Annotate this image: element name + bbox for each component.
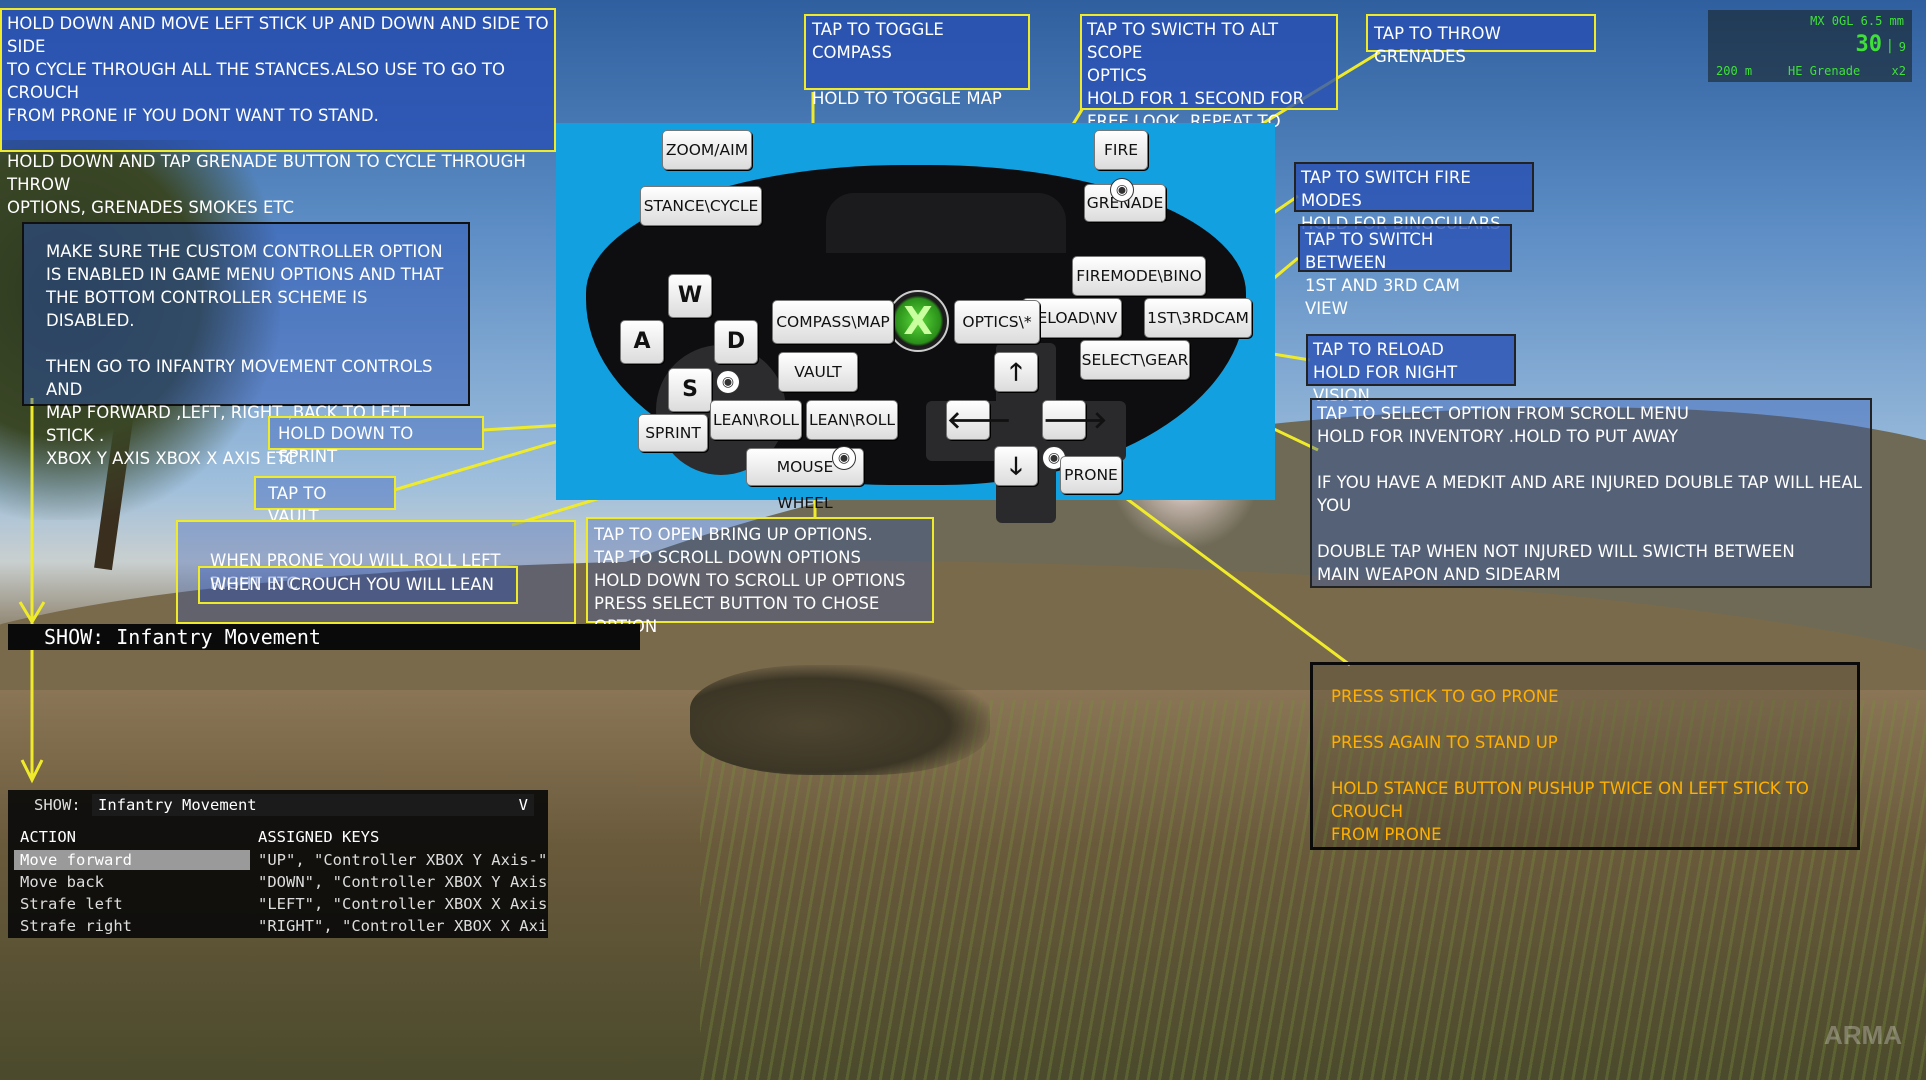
camera-note: TAP TO SWITCH BETWEEN 1ST AND 3RD CAM VI… xyxy=(1298,224,1512,318)
show-bar-value: Infantry Movement xyxy=(116,625,321,649)
ammo-count: 30 xyxy=(1855,32,1883,57)
firemode-bino-button[interactable]: FIREMODE\BINO xyxy=(1072,256,1206,296)
table-row[interactable]: Move forward "UP", "Controller XBOX Y Ax… xyxy=(14,850,547,870)
col-action: ACTION xyxy=(20,828,76,846)
guide-x-icon: X xyxy=(903,299,933,343)
a-key[interactable]: A xyxy=(620,320,664,364)
prone-note: PRESS STICK TO GO PRONE PRESS AGAIN TO S… xyxy=(1310,662,1860,850)
custom-controller-note: MAKE SURE THE CUSTOM CONTROLLER OPTION I… xyxy=(22,222,470,468)
scope-note: TAP TO SWICTH TO ALT SCOPE OPTICS HOLD F… xyxy=(1080,14,1338,154)
fire-button[interactable]: FIRE xyxy=(1094,130,1148,170)
stance-grenade-note: HOLD DOWN AND MOVE LEFT STICK UP AND DOW… xyxy=(0,8,556,217)
mouse-wheel-note: TAP TO OPEN BRING UP OPTIONS. TAP TO SCR… xyxy=(586,517,934,636)
ammo-multiplier: x2 xyxy=(1891,64,1906,78)
row-keys: "LEFT", "Controller XBOX X Axis-" xyxy=(258,895,548,913)
weapon-name: MX 0GL 6.5 mm xyxy=(1810,14,1904,28)
d-key[interactable]: D xyxy=(714,320,758,364)
arrow-head-1 xyxy=(18,601,46,625)
lean-roll-left-button[interactable]: LEAN\ROLL xyxy=(710,400,802,440)
row-action: Strafe left xyxy=(20,895,123,913)
arrow-up-key[interactable]: 🡑 xyxy=(994,352,1038,392)
category-value: Infantry Movement xyxy=(98,796,257,814)
category-dropdown[interactable]: Infantry Movement V xyxy=(92,794,534,816)
s-key[interactable]: S xyxy=(668,368,712,412)
col-keys: ASSIGNED KEYS xyxy=(258,828,380,846)
tree-foliage xyxy=(0,140,280,520)
key-binding-panel: SHOW: Infantry Movement V ACTION ASSIGNE… xyxy=(8,790,548,938)
row-action: Strafe right xyxy=(20,917,132,935)
lean-roll-right-button[interactable]: LEAN\ROLL xyxy=(806,400,898,440)
zoom-aim-button[interactable]: ZOOM/AIM xyxy=(662,130,752,170)
row-keys: "DOWN", "Controller XBOX Y Axis+ xyxy=(258,873,548,891)
table-row[interactable]: Move back "DOWN", "Controller XBOX Y Axi… xyxy=(14,872,548,892)
lean-roll-note: WHEN PRONE YOU WILL ROLL LEFT RIGHT ETC xyxy=(176,520,576,624)
prone-roll-text: WHEN PRONE YOU WILL ROLL LEFT RIGHT ETC xyxy=(210,551,501,593)
compass-note: TAP TO TOGGLE COMPASS HOLD TO TOGGLE MAP xyxy=(804,14,1030,108)
table-header: ACTION ASSIGNED KEYS xyxy=(14,828,534,848)
w-key[interactable]: W xyxy=(668,274,712,318)
optics-button[interactable]: OPTICS\* xyxy=(954,300,1040,344)
mouse-icon: ◉ xyxy=(1110,178,1134,202)
grenade-note: TAP TO THROW GRENADES xyxy=(1366,14,1596,66)
weapon-hud: MX 0GL 6.5 mm 30 | 9 200 m HE Grenade x2 xyxy=(1708,10,1912,82)
vault-button[interactable]: VAULT xyxy=(778,352,858,392)
arma-watermark-logo: ARMA xyxy=(1824,1020,1902,1050)
cam-view-button[interactable]: 1ST\3RDCAM xyxy=(1144,298,1252,338)
select-gear-button[interactable]: SELECT\GEAR xyxy=(1080,340,1190,380)
chevron-down-icon: V xyxy=(518,796,528,814)
arrow-left-key[interactable]: 🡐 xyxy=(946,400,1011,440)
compass-map-button[interactable]: COMPASS\MAP xyxy=(772,300,894,344)
row-keys: "RIGHT", "Controller XBOX X Axis+ xyxy=(258,917,548,935)
table-row[interactable]: Strafe right "RIGHT", "Controller XBOX X… xyxy=(14,916,548,936)
vault-note: TAP TO VAULT xyxy=(254,476,396,526)
row-action: Move back xyxy=(20,873,104,891)
reload-note: TAP TO RELOAD HOLD FOR NIGHT VISION xyxy=(1306,334,1516,405)
show-label: SHOW: xyxy=(34,796,81,814)
stance-cycle-button[interactable]: STANCE\CYCLE xyxy=(640,186,762,226)
show-select-row: SHOW: Infantry Movement V xyxy=(8,790,548,824)
controller-bumper-area xyxy=(826,193,1066,253)
sprint-note: HOLD DOWN TO SPRINT xyxy=(268,416,484,466)
crouch-lean-note: WHEN IN CROUCH YOU WILL LEAN xyxy=(198,566,518,604)
row-keys: "UP", "Controller XBOX Y Axis-" xyxy=(258,851,548,869)
sprint-button[interactable]: SPRINT xyxy=(638,414,708,452)
prone-soldier xyxy=(690,665,990,775)
prone-button[interactable]: PRONE xyxy=(1060,456,1122,494)
arrow-right-key[interactable]: 🡒 xyxy=(1042,400,1107,440)
leader-prone xyxy=(1114,488,1351,667)
mouse-icon: ◉ xyxy=(832,446,856,470)
firemode-note: TAP TO SWITCH FIRE MODES HOLD FOR BINOCU… xyxy=(1294,162,1534,233)
ammo-type: HE Grenade xyxy=(1788,64,1861,78)
row-action: Move forward xyxy=(14,850,250,870)
ammo-separator: | xyxy=(1885,38,1894,54)
mouse-icon: ◉ xyxy=(716,370,740,394)
select-note: TAP TO SELECT OPTION FROM SCROLL MENU HO… xyxy=(1310,398,1872,588)
mag-count: 9 xyxy=(1898,40,1906,54)
show-bar[interactable]: SHOW: Infantry Movement xyxy=(8,624,640,650)
guide-button[interactable]: X xyxy=(887,290,949,352)
arrow-down-key[interactable]: 🡓 xyxy=(994,446,1038,486)
arrow-head-2 xyxy=(20,759,44,784)
show-bar-label: SHOW: xyxy=(44,625,105,649)
table-row[interactable]: Strafe left "LEFT", "Controller XBOX X A… xyxy=(14,894,548,914)
zeroing-range: 200 m xyxy=(1716,64,1753,78)
